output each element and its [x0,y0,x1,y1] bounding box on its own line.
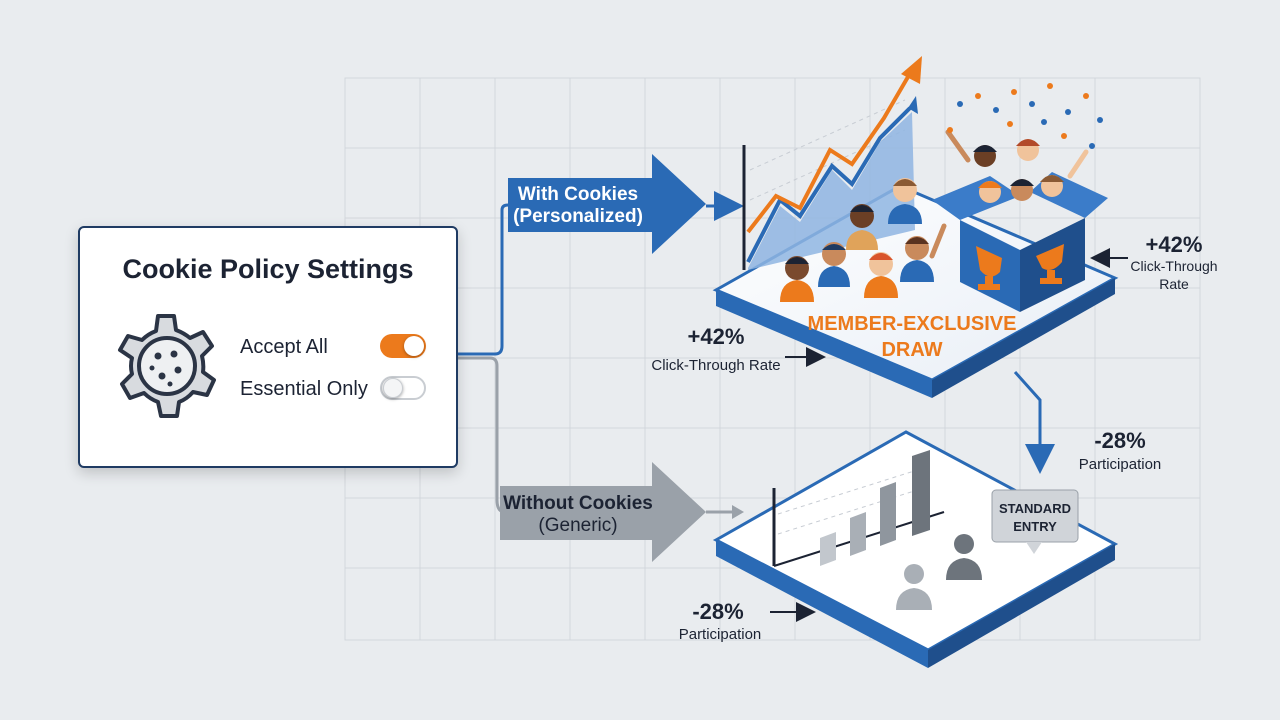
connector-with-cookies [455,203,509,356]
standard-entry-platform: STANDARD ENTRY [712,430,1119,668]
ctr-left-value: +42% [688,324,745,349]
essential-only-toggle[interactable] [380,376,426,400]
with-cookies-label-2: (Personalized) [513,206,643,227]
participation-left-value: -28% [692,599,743,624]
without-cookies-arrow: Without Cookies (Generic) [500,462,744,562]
connector-top-to-bottom [1013,371,1055,474]
crowd-illustration [780,178,947,302]
person-icon [888,178,922,224]
with-cookies-arrow: With Cookies (Personalized) [508,154,744,254]
ctr-right-value: +42% [1146,232,1203,257]
ctr-right-label-2: Rate [1159,276,1189,292]
member-exclusive-label-2: DRAW [881,339,942,361]
member-exclusive-platform: MEMBER-EXCLUSIVE DRAW [712,56,1119,398]
participation-metric-left: -28% Participation [679,599,816,643]
participation-right-label: Participation [1079,456,1162,473]
standard-entry-label-2: ENTRY [1013,519,1057,534]
ctr-metric-left: +42% Click-Through Rate [651,324,826,374]
cookie-policy-card: Cookie Policy Settings Accept All Essent… [78,226,458,468]
without-cookies-label-1: Without Cookies [503,493,653,514]
cookie-icon [137,336,197,396]
trophy-box [932,129,1108,312]
person-icon [846,204,878,250]
without-cookies-label-2: (Generic) [538,515,617,536]
rising-trend-chart [742,56,922,270]
person-icon [864,252,898,298]
participation-metric-right: -28% Participation [1079,428,1162,473]
trophy-icon [976,246,1002,290]
participation-right-value: -28% [1094,428,1145,453]
trophy-icon [1036,244,1064,284]
ctr-right-label-1: Click-Through [1130,258,1217,274]
flat-bar-chart [772,450,945,567]
person-icon [818,242,850,287]
participation-left-label: Participation [679,626,762,643]
gear-icon [118,314,216,418]
accept-all-toggle[interactable] [380,334,426,358]
cookie-policy-title: Cookie Policy Settings [122,254,414,284]
member-exclusive-label-1: MEMBER-EXCLUSIVE [808,313,1017,335]
person-icon [900,223,947,282]
person-icon [780,256,814,302]
toggle-knob [383,378,403,398]
with-cookies-label-1: With Cookies [518,184,638,205]
ctr-left-label: Click-Through Rate [651,357,780,374]
ctr-metric-right: +42% Click-Through Rate [1090,232,1218,292]
person-icon [946,534,982,580]
essential-only-label: Essential Only [240,378,368,400]
connector-without-cookies [455,356,506,514]
confetti [947,83,1103,149]
standard-entry-badge: STANDARD ENTRY [991,489,1079,554]
trend-arrow-icon [746,68,914,234]
person-icon [896,564,932,610]
toggle-knob [404,336,424,356]
standard-entry-label-1: STANDARD [999,501,1071,516]
accept-all-label: Accept All [240,336,328,358]
